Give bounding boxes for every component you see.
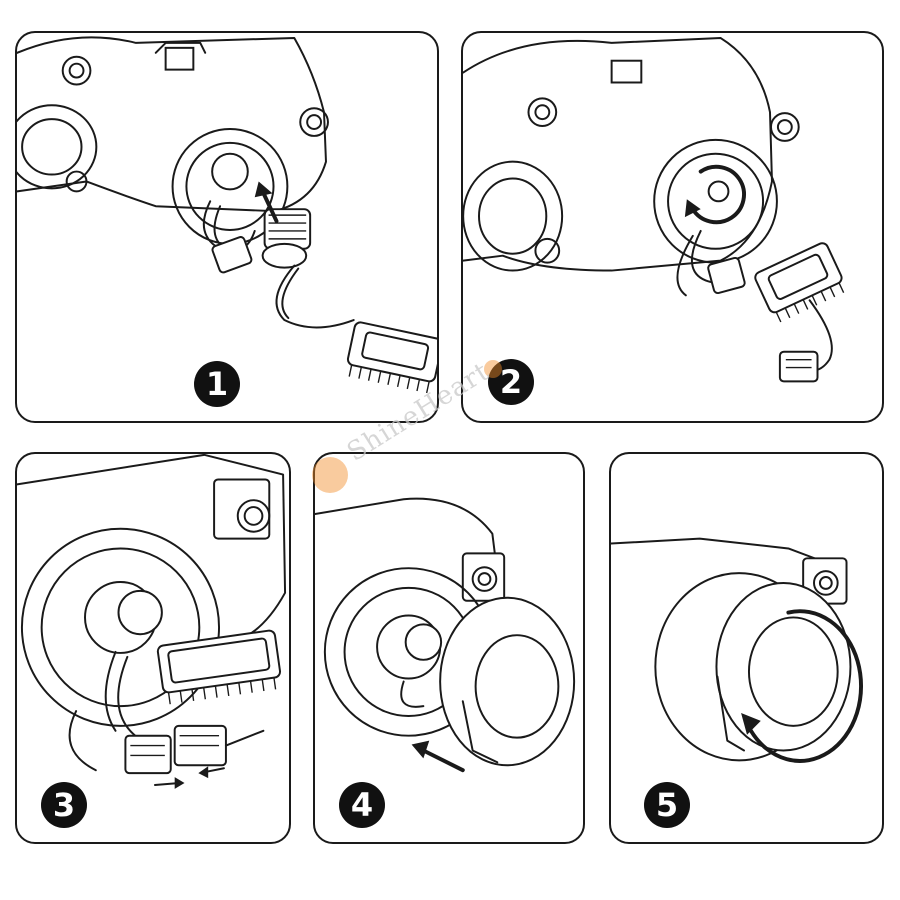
step-number-badge: 4 [339, 782, 385, 828]
step-panel-2: 2 [461, 31, 884, 423]
headlight-closed-cover-drawing [611, 537, 863, 763]
headlight-connector-drawing [17, 454, 287, 789]
step-number-badge: 5 [644, 782, 690, 828]
step-panel-4: 4 [313, 452, 585, 844]
step-number-badge: 2 [488, 359, 534, 405]
headlight-housing-drawing [463, 36, 845, 383]
step-panel-3: 3 [15, 452, 291, 844]
headlight-dust-cover-drawing [315, 497, 576, 773]
step-number-badge: 3 [41, 782, 87, 828]
headlight-housing-drawing [17, 36, 437, 394]
step-panel-1: 1 [15, 31, 439, 423]
step-panel-5: 5 [609, 452, 884, 844]
step-number-badge: 1 [194, 361, 240, 407]
